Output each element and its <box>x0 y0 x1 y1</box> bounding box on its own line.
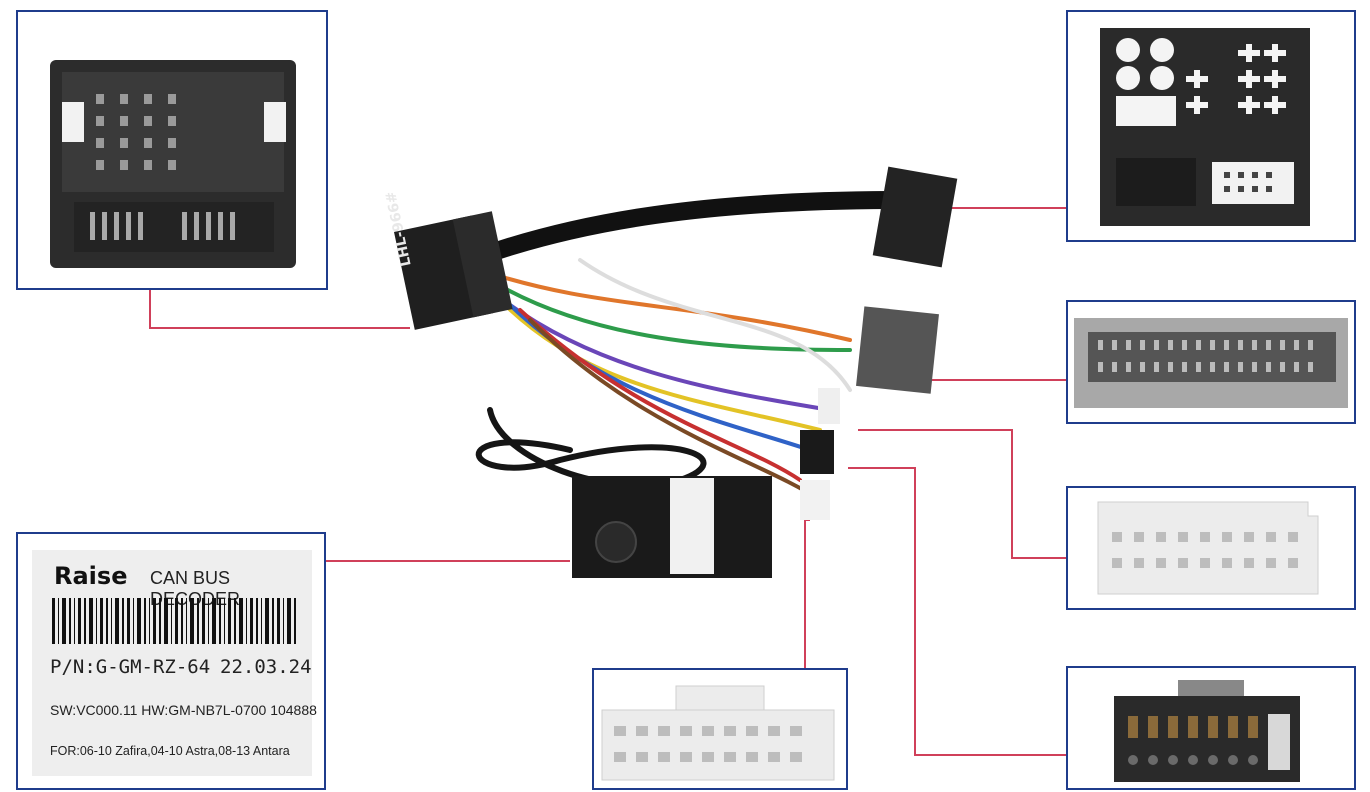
leader-bottom-right <box>848 467 1066 756</box>
brand-name: Raise <box>54 562 128 590</box>
harness-connector-white-small <box>818 388 840 424</box>
manufacture-date: 22.03.24 <box>220 656 312 678</box>
wire-yellow <box>498 298 822 432</box>
product-name: CAN BUS DECODER <box>150 568 241 609</box>
iso-connector-image <box>1100 28 1310 226</box>
power-cable <box>475 407 707 489</box>
white-connector-bottom-image <box>601 685 835 781</box>
panel-grey-connector <box>1066 300 1356 424</box>
leader-white-right <box>858 429 1066 559</box>
panel-label-closeup: Raise CAN BUS DECODER P/N:G-GM-RZ-64 22.… <box>16 532 326 790</box>
wire-red <box>518 308 802 482</box>
wire-brown <box>528 318 822 502</box>
product-label: Raise CAN BUS DECODER P/N:G-GM-RZ-64 22.… <box>32 550 317 776</box>
decoder-sticker <box>670 478 714 574</box>
harness-connector-white-bottom <box>800 480 830 520</box>
panel-quadlock-connector <box>16 10 328 290</box>
panel-white-connector-right <box>1066 486 1356 610</box>
harness-module <box>394 211 513 330</box>
decoder-speaker-grille <box>595 521 637 563</box>
harness-connector-black <box>872 166 958 268</box>
compatibility-info: FOR:06-10 Zafira,04-10 Astra,08-13 Antar… <box>50 744 290 758</box>
wiring-harness-image <box>394 166 958 578</box>
leader-top-left <box>149 290 410 329</box>
wire-white <box>578 258 852 392</box>
harness-connector-grey <box>856 306 939 394</box>
wire-orange <box>478 268 852 342</box>
panel-white-connector-bottom <box>592 668 848 790</box>
part-number: P/N:G-GM-RZ-64 <box>50 656 211 678</box>
barcode <box>52 598 296 644</box>
panel-black-plug <box>1066 666 1356 790</box>
version-info: SW:VC000.11 HW:GM-NB7L-0700 104888 <box>50 702 317 718</box>
panel-iso-connector <box>1066 10 1356 242</box>
harness-connector-black-small <box>800 430 834 474</box>
wire-bundle-main <box>461 191 909 269</box>
wire-blue <box>508 303 812 452</box>
wire-green <box>488 278 852 352</box>
quadlock-connector-image <box>50 60 296 268</box>
white-connector-right-image <box>1097 501 1319 595</box>
black-plug-image <box>1114 680 1300 782</box>
grey-connector-image <box>1074 318 1348 408</box>
